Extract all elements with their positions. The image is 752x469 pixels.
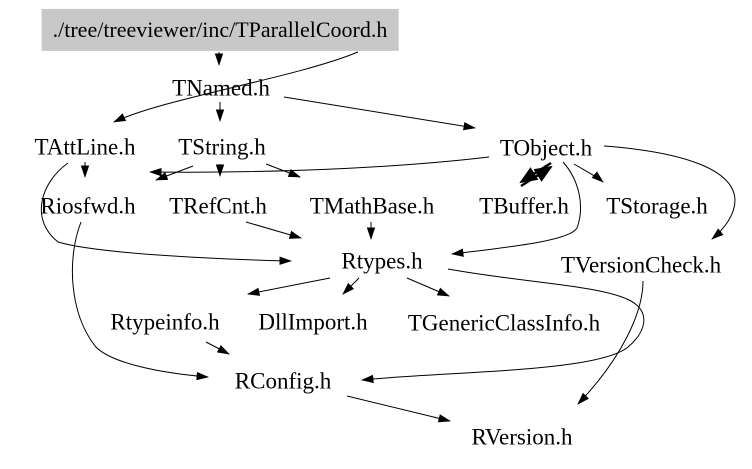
node-Riosfwd[interactable]: Riosfwd.h (40, 193, 136, 219)
edge-TBuffer-to-TObject (520, 165, 553, 188)
edge-RConfig-to-RVersion (346, 395, 451, 423)
edge-TParallelCoord-to-TAttLine (113, 51, 359, 123)
edge-TString-to-Riosfwd (155, 165, 194, 181)
node-TAttLine[interactable]: TAttLine.h (34, 134, 136, 160)
edge-TRefCnt-to-Rtypes (245, 221, 302, 239)
edge-Rtypes-to-Rtypeinfo (247, 277, 331, 296)
node-TRefCnt[interactable]: TRefCnt.h (169, 193, 267, 219)
node-Rtypes[interactable]: Rtypes.h (341, 248, 423, 274)
node-TBuffer[interactable]: TBuffer.h (479, 193, 569, 219)
edge-Riosfwd-to-RConfig (71, 221, 209, 381)
edge-TObject-to-Rtypes (451, 161, 581, 257)
node-TVersionCheck[interactable]: TVersionCheck.h (560, 252, 722, 278)
node-TNamed[interactable]: TNamed.h (172, 75, 270, 101)
node-TGenericClassInfo[interactable]: TGenericClassInfo.h (407, 310, 601, 336)
edge-TObject-to-TBuffer (519, 161, 552, 184)
node-TParallelCoord: ./tree/treeviewer/inc/TParallelCoord.h (41, 8, 399, 52)
edge-TAttLine-to-Rtypes (40, 162, 292, 265)
node-RVersion[interactable]: RVersion.h (471, 424, 573, 450)
edge-TObject-to-TStorage (573, 163, 604, 183)
node-TStorage[interactable]: TStorage.h (606, 193, 708, 219)
node-DllImport[interactable]: DllImport.h (258, 309, 368, 335)
edge-Rtypes-to-RConfig (361, 268, 645, 384)
edge-TVersionCheck-to-RVersion (577, 280, 644, 405)
edge-TNamed-to-TObject (283, 96, 476, 131)
edge-Rtypes-to-DllImport (342, 277, 360, 295)
edge-Rtypeinfo-to-RConfig (205, 341, 230, 355)
node-TObject[interactable]: TObject.h (499, 135, 593, 161)
edge-Rtypes-to-TGenericClassInfo (406, 277, 450, 297)
edge-TObject-to-TVersionCheck (603, 145, 736, 240)
node-Rtypeinfo[interactable]: Rtypeinfo.h (110, 309, 220, 335)
edge-TObject-to-Riosfwd (149, 156, 490, 177)
node-TMathBase[interactable]: TMathBase.h (309, 193, 435, 219)
node-TString[interactable]: TString.h (178, 134, 266, 160)
node-RConfig[interactable]: RConfig.h (234, 368, 332, 394)
